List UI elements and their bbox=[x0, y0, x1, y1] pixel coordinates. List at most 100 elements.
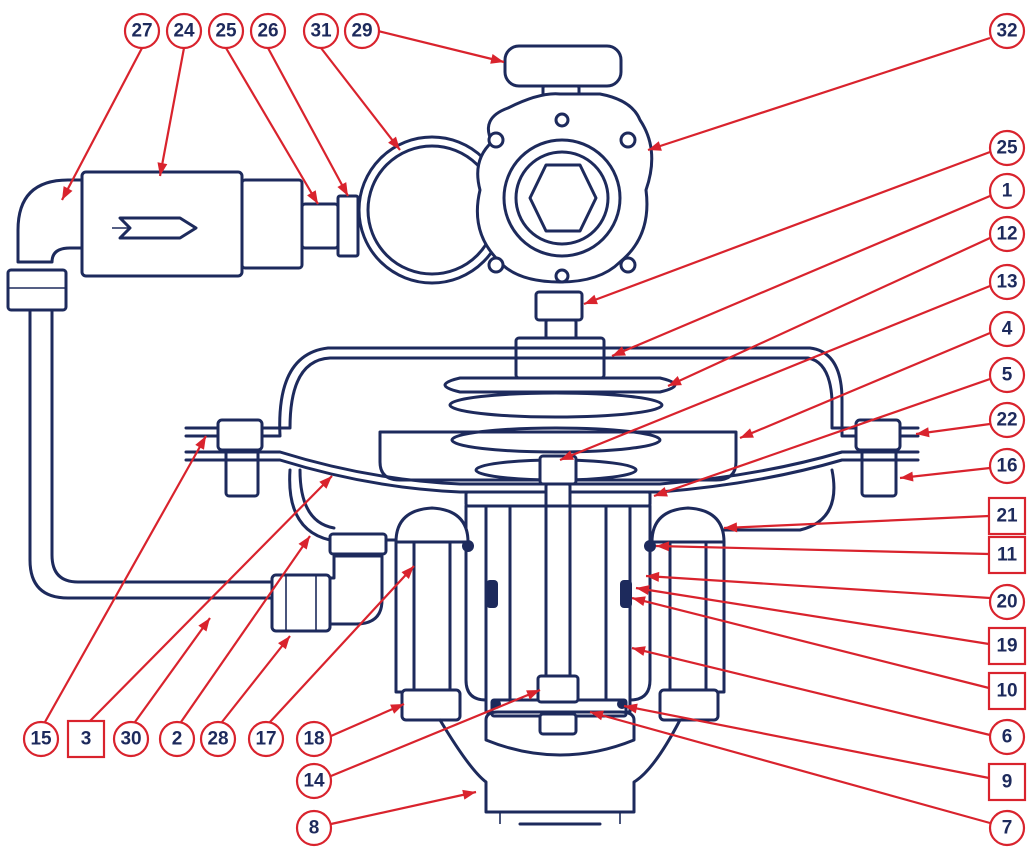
leader-line-28 bbox=[221, 635, 291, 723]
leader-arrowhead-12 bbox=[668, 376, 682, 386]
callout-14-label: 14 bbox=[303, 771, 325, 792]
callout-12-label: 12 bbox=[996, 224, 1017, 245]
callout-2-label: 2 bbox=[172, 729, 183, 750]
callout-10: 10 bbox=[987, 671, 1027, 711]
leader-line-9 bbox=[623, 704, 990, 780]
callout-27: 27 bbox=[123, 12, 161, 50]
callout-20-label: 20 bbox=[996, 592, 1017, 613]
leader-arrowhead-14 bbox=[526, 690, 540, 700]
leader-line-24 bbox=[158, 47, 186, 177]
callout-13: 13 bbox=[988, 263, 1026, 301]
leader-arrowhead-25a bbox=[307, 190, 318, 204]
lower-case bbox=[288, 468, 836, 556]
leader-line-31 bbox=[320, 47, 401, 151]
callout-markers: 27 24 25 26 31 29 32 25 1 12 13 4 5 22 1… bbox=[22, 12, 1027, 847]
callout-32-label: 32 bbox=[996, 21, 1017, 42]
leader-arrowhead-18 bbox=[390, 704, 404, 714]
leader-line-15 bbox=[44, 435, 207, 723]
leader-arrowhead-21 bbox=[724, 522, 738, 533]
callout-13-label: 13 bbox=[996, 272, 1017, 293]
leader-arrowhead-32 bbox=[648, 141, 662, 151]
leader-arrowhead-20 bbox=[646, 571, 660, 582]
callout-24: 24 bbox=[165, 12, 203, 50]
leader-line-25a bbox=[225, 47, 319, 205]
callout-22: 22 bbox=[988, 401, 1026, 439]
leader-arrowhead-17 bbox=[401, 566, 414, 579]
leader-arrowhead-7 bbox=[590, 710, 604, 721]
callout-28-label: 28 bbox=[207, 729, 228, 750]
callout-16-label: 16 bbox=[996, 456, 1017, 477]
callout-4: 4 bbox=[988, 310, 1026, 348]
callout-6: 6 bbox=[988, 718, 1026, 756]
leader-line-29 bbox=[377, 29, 505, 64]
callout-4-label: 4 bbox=[1002, 319, 1013, 340]
leader-arrowhead-3 bbox=[319, 476, 332, 489]
leader-arrowhead-6 bbox=[632, 646, 646, 656]
flange-bolt-right bbox=[854, 418, 902, 498]
body-bolt-right bbox=[650, 506, 726, 722]
leader-line-14 bbox=[330, 688, 541, 778]
leader-line-8 bbox=[330, 790, 477, 826]
leader-arrowhead-5 bbox=[654, 487, 668, 497]
callout-9-label: 9 bbox=[1002, 772, 1013, 793]
leader-arrowhead-29 bbox=[490, 54, 504, 64]
leader-arrowhead-16 bbox=[900, 471, 914, 482]
leader-arrowhead-27 bbox=[62, 186, 73, 200]
leader-arrowhead-24 bbox=[157, 162, 168, 176]
callout-26: 26 bbox=[249, 12, 287, 50]
callout-6-label: 6 bbox=[1002, 727, 1013, 748]
callout-29-label: 29 bbox=[351, 21, 372, 42]
leader-arrowhead-22 bbox=[916, 427, 930, 438]
callout-9: 9 bbox=[987, 762, 1027, 802]
callout-3: 3 bbox=[66, 719, 106, 759]
callout-21: 21 bbox=[987, 496, 1027, 536]
callout-15: 15 bbox=[22, 720, 60, 758]
callout-25-right: 25 bbox=[988, 129, 1026, 167]
callout-30: 30 bbox=[112, 720, 150, 758]
callout-1: 1 bbox=[988, 172, 1026, 210]
inlet-elbow bbox=[6, 178, 84, 312]
leader-line-26 bbox=[267, 47, 349, 197]
callout-28: 28 bbox=[199, 720, 237, 758]
callout-8: 8 bbox=[295, 809, 333, 847]
callout-24-label: 24 bbox=[173, 21, 195, 42]
callout-2: 2 bbox=[158, 720, 196, 758]
leader-line-27 bbox=[61, 47, 143, 201]
leader-line-7 bbox=[589, 710, 991, 825]
callout-12: 12 bbox=[988, 215, 1026, 253]
callout-21-label: 21 bbox=[996, 506, 1018, 527]
callout-31-label: 31 bbox=[310, 21, 332, 42]
pilot-housing bbox=[475, 44, 654, 284]
callout-5: 5 bbox=[988, 356, 1026, 394]
callout-15-label: 15 bbox=[30, 729, 52, 750]
upper-fitting bbox=[514, 290, 606, 380]
leader-line-6 bbox=[631, 646, 991, 737]
callout-19-label: 19 bbox=[996, 636, 1017, 657]
callout-25-top: 25 bbox=[207, 12, 245, 50]
leader-line-18 bbox=[330, 702, 405, 738]
callout-27-label: 27 bbox=[131, 21, 152, 42]
body-bolt-left bbox=[394, 506, 470, 722]
leader-line-1 bbox=[611, 194, 991, 358]
leader-line-20 bbox=[645, 574, 991, 600]
callout-7: 7 bbox=[988, 809, 1026, 847]
stem-assembly bbox=[462, 454, 656, 736]
callout-29: 29 bbox=[343, 12, 381, 50]
callout-14: 14 bbox=[295, 762, 333, 800]
leader-line-19 bbox=[635, 586, 990, 646]
leader-line-17 bbox=[269, 565, 415, 723]
sensing-tube bbox=[28, 306, 277, 600]
callout-17: 17 bbox=[247, 720, 285, 758]
leader-line-13 bbox=[559, 284, 991, 462]
leader-arrowhead-8 bbox=[462, 789, 476, 800]
leader-lines bbox=[44, 29, 991, 826]
leader-line-3 bbox=[89, 475, 333, 722]
callout-7-label: 7 bbox=[1002, 818, 1013, 839]
leader-line-21 bbox=[723, 514, 990, 530]
callout-26-label: 26 bbox=[257, 21, 278, 42]
leader-arrowhead-1 bbox=[612, 346, 626, 356]
leader-arrowhead-11 bbox=[656, 541, 670, 552]
leader-arrowhead-30 bbox=[198, 618, 210, 632]
leader-line-4 bbox=[739, 331, 991, 440]
leader-arrowhead-28 bbox=[278, 636, 290, 650]
